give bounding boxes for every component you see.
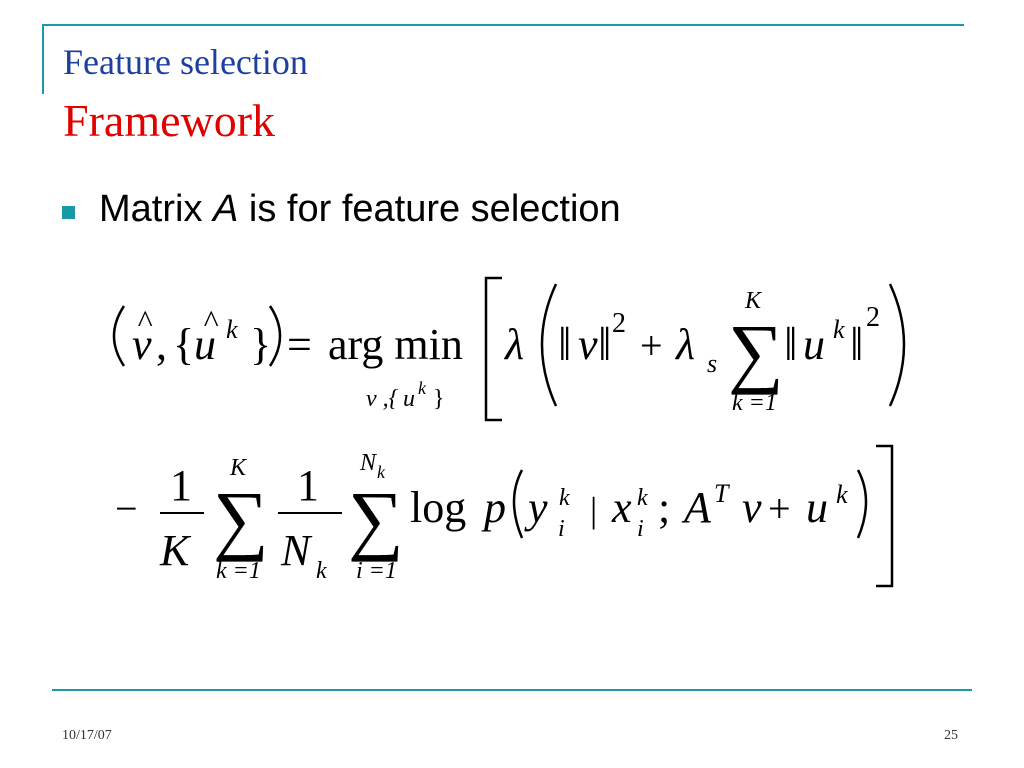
var-y: y bbox=[524, 483, 548, 532]
u-sup-k: k bbox=[836, 480, 848, 509]
x-sup-k: k bbox=[637, 485, 648, 511]
sum-upper-N-k: k bbox=[377, 462, 386, 482]
y-sup-k: k bbox=[559, 485, 570, 511]
paren-right-3 bbox=[856, 469, 868, 539]
y-sub-i: i bbox=[558, 516, 565, 542]
var-u-1: u bbox=[803, 320, 825, 369]
conditional-bar: | bbox=[590, 490, 597, 530]
slide-supertitle: Feature selection bbox=[63, 42, 308, 82]
sum-upper-K-1: K bbox=[744, 288, 763, 314]
bullet-item: Matrix A is for feature selection bbox=[62, 188, 621, 231]
brace-open-1: { bbox=[173, 320, 194, 369]
sub-s: s bbox=[707, 349, 717, 378]
sup-2-v: 2 bbox=[612, 308, 626, 339]
semicolon: ; bbox=[658, 483, 670, 532]
paren-left-2 bbox=[540, 283, 558, 407]
frac2-denominator-N: N bbox=[280, 526, 313, 575]
sum-upper-N: N bbox=[359, 450, 378, 476]
bullet-text-prefix: Matrix bbox=[99, 188, 213, 230]
bullet-text-emphasis: A bbox=[213, 188, 239, 230]
var-x: x bbox=[611, 483, 632, 532]
paren-left-1 bbox=[112, 305, 126, 367]
footer-page-number: 25 bbox=[944, 728, 958, 743]
norm-close-v: ‖ bbox=[598, 318, 611, 371]
plus-2: + bbox=[768, 486, 791, 531]
hat-u: ^ bbox=[203, 303, 219, 339]
sum-upper-K-2: K bbox=[229, 455, 248, 481]
argmin-operator: arg min bbox=[328, 320, 463, 369]
lambda-1: λ bbox=[503, 320, 524, 369]
log-operator: log bbox=[410, 483, 466, 532]
brace-close-1: } bbox=[250, 320, 271, 369]
sup-k-2: k bbox=[833, 315, 845, 344]
square-bullet-icon bbox=[62, 206, 75, 219]
paren-right-2 bbox=[888, 283, 906, 407]
sup-2-u: 2 bbox=[866, 302, 880, 333]
A-sup-T: T bbox=[714, 479, 730, 508]
plus-1: + bbox=[640, 323, 663, 368]
hat-v: ^ bbox=[137, 303, 153, 339]
sum-lower-3: i =1 bbox=[356, 558, 397, 584]
objective-formula: ^ v , { ^ u k } = arg min v ,{ u k } λ ‖… bbox=[112, 276, 906, 588]
argmin-sub-k: k bbox=[418, 378, 427, 398]
sum-sign-3: ∑ bbox=[348, 475, 404, 562]
argmin-sub-u: u bbox=[403, 386, 415, 412]
bracket-left bbox=[484, 276, 502, 422]
bullet-text-suffix: is for feature selection bbox=[238, 188, 621, 230]
bracket-right bbox=[876, 444, 894, 588]
var-v-2: v bbox=[742, 483, 762, 532]
comma-1: , bbox=[156, 320, 167, 369]
norm-close-u: ‖ bbox=[850, 318, 863, 371]
frac1-denominator: K bbox=[159, 526, 192, 575]
frac2-denominator-k: k bbox=[316, 558, 327, 584]
var-u-hat: u bbox=[194, 320, 216, 369]
slide-title: Framework bbox=[63, 95, 276, 146]
paren-left-3 bbox=[512, 469, 524, 539]
norm-open-v: ‖ bbox=[558, 318, 571, 371]
sum-sign-2: ∑ bbox=[213, 475, 269, 562]
norm-open-u: ‖ bbox=[784, 318, 797, 371]
sum-lower-2: k =1 bbox=[216, 558, 261, 584]
lambda-s: λ bbox=[674, 320, 695, 369]
sup-k-1: k bbox=[226, 315, 238, 344]
sum-sign-1: ∑ bbox=[728, 308, 784, 395]
bottom-accent-line bbox=[52, 689, 972, 691]
argmin-sub-prefix: v ,{ bbox=[366, 386, 399, 412]
minus-sign: − bbox=[115, 486, 138, 531]
var-v: v bbox=[578, 320, 598, 369]
equals-sign: = bbox=[287, 320, 312, 369]
footer-date: 10/17/07 bbox=[62, 728, 112, 743]
var-v-hat: v bbox=[132, 320, 152, 369]
var-p: p bbox=[481, 483, 506, 532]
frac2-numerator: 1 bbox=[297, 461, 319, 510]
x-sub-i: i bbox=[637, 516, 644, 542]
var-u-2: u bbox=[806, 483, 828, 532]
argmin-sub-close: } bbox=[433, 386, 445, 412]
var-A: A bbox=[681, 483, 712, 532]
top-accent-line bbox=[42, 24, 964, 26]
sum-lower-1: k =1 bbox=[732, 390, 777, 416]
frac1-numerator: 1 bbox=[170, 461, 192, 510]
left-accent-line bbox=[42, 24, 44, 94]
paren-right-1 bbox=[268, 305, 282, 367]
